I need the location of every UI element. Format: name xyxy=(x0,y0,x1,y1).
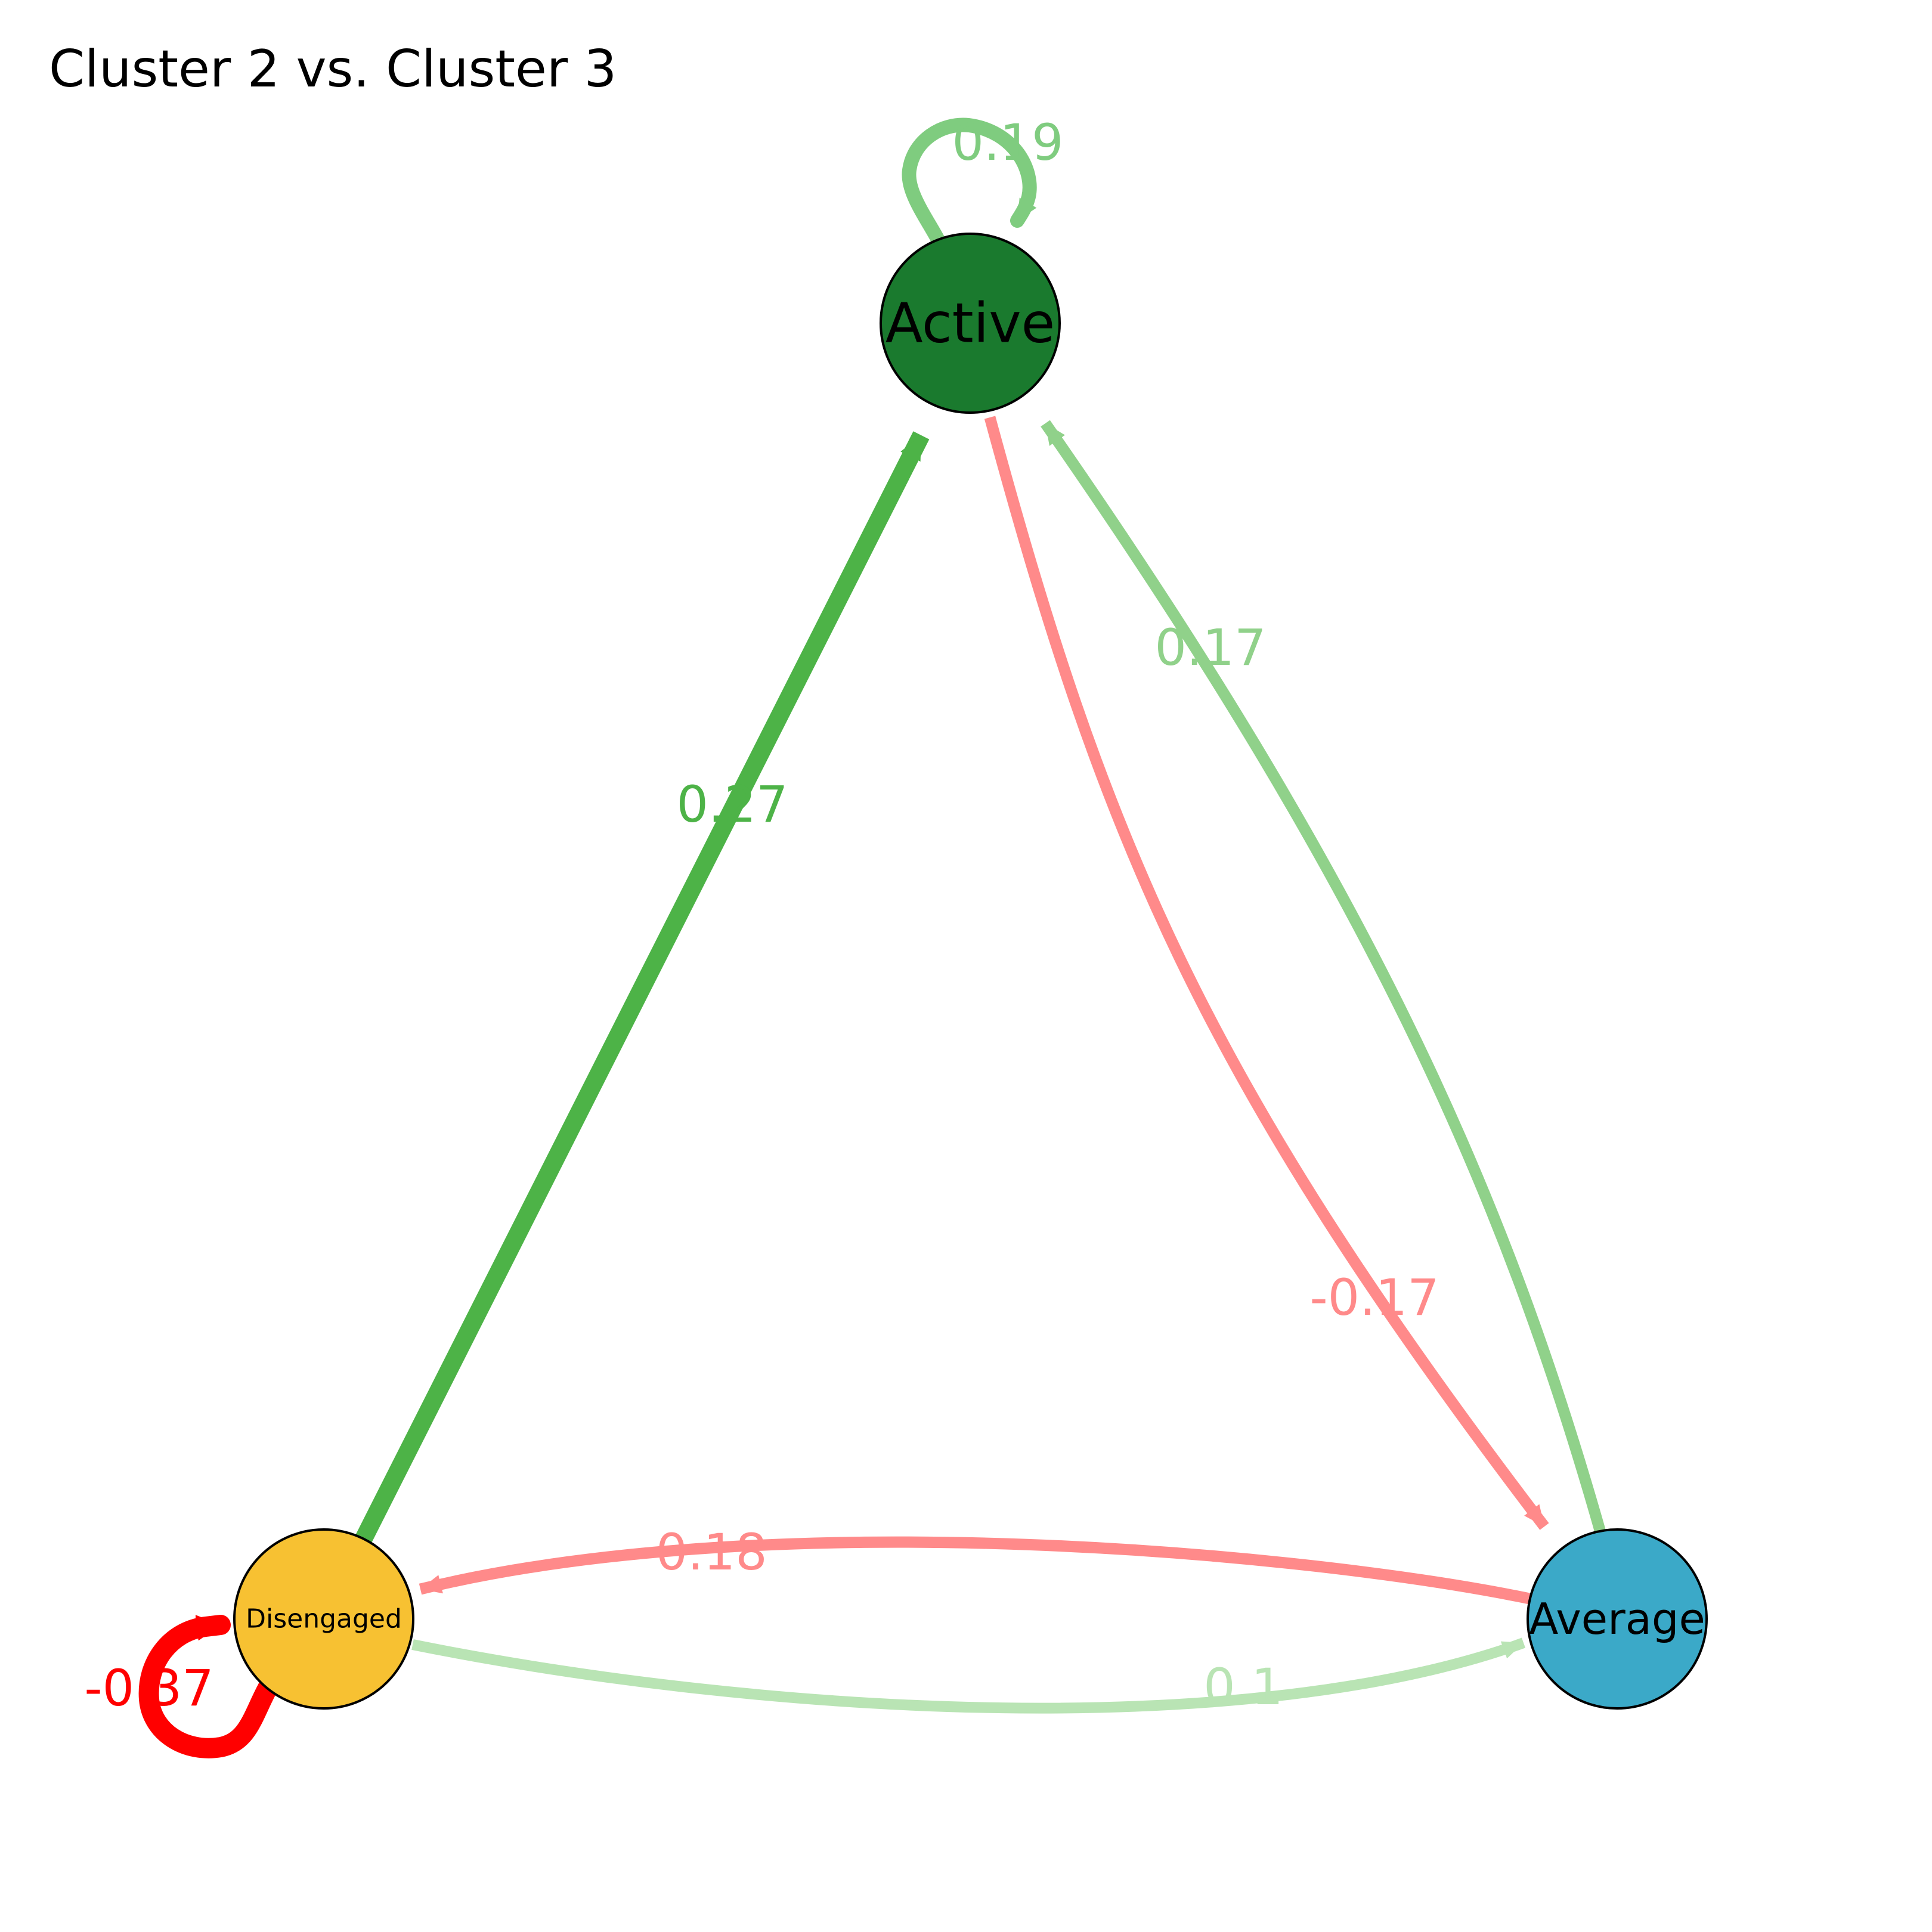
edge-label-disengaged-to-average: 0.1 xyxy=(1203,1658,1283,1716)
edge-label-active-to-average: -0.17 xyxy=(1309,1268,1439,1327)
edge-disengaged-to-average xyxy=(411,1637,1526,1714)
node-disengaged-circle[interactable] xyxy=(233,1528,414,1710)
edge-active-to-average xyxy=(984,416,1549,1530)
edge-active-to-active xyxy=(902,117,1029,246)
nodes: Active Average Disengaged xyxy=(233,233,1708,1710)
edge-label-disengaged-to-active: 0.27 xyxy=(676,775,788,834)
node-average-label: Average xyxy=(1529,1594,1705,1644)
edge-disengaged-to-disengaged xyxy=(138,1625,281,1758)
edges xyxy=(138,117,1607,1758)
edge-average-to-active xyxy=(1041,420,1607,1536)
edge-label-active-to-active: 0.19 xyxy=(952,113,1063,172)
node-active-circle[interactable] xyxy=(880,233,1061,414)
node-disengaged-label: Disengaged xyxy=(246,1604,402,1634)
node-average-circle[interactable] xyxy=(1527,1528,1708,1710)
diagram-title: Cluster 2 vs. Cluster 3 xyxy=(49,39,617,99)
edge-label-disengaged-to-disengaged: -0.37 xyxy=(84,1659,213,1717)
edge-average-to-disengaged xyxy=(419,1536,1534,1605)
node-active[interactable]: Active xyxy=(880,233,1061,414)
edge-label-average-to-active: 0.17 xyxy=(1154,618,1266,677)
edge-label-average-to-disengaged: -0.18 xyxy=(637,1523,767,1581)
node-disengaged[interactable]: Disengaged xyxy=(233,1528,414,1710)
node-average[interactable]: Average xyxy=(1527,1528,1708,1710)
edge-disengaged-to-active xyxy=(352,431,930,1549)
node-active-label: Active xyxy=(886,292,1055,355)
edge-labels: 0.19 0.27 0.17 -0.17 -0.18 0.1 -0.37 xyxy=(84,113,1439,1717)
